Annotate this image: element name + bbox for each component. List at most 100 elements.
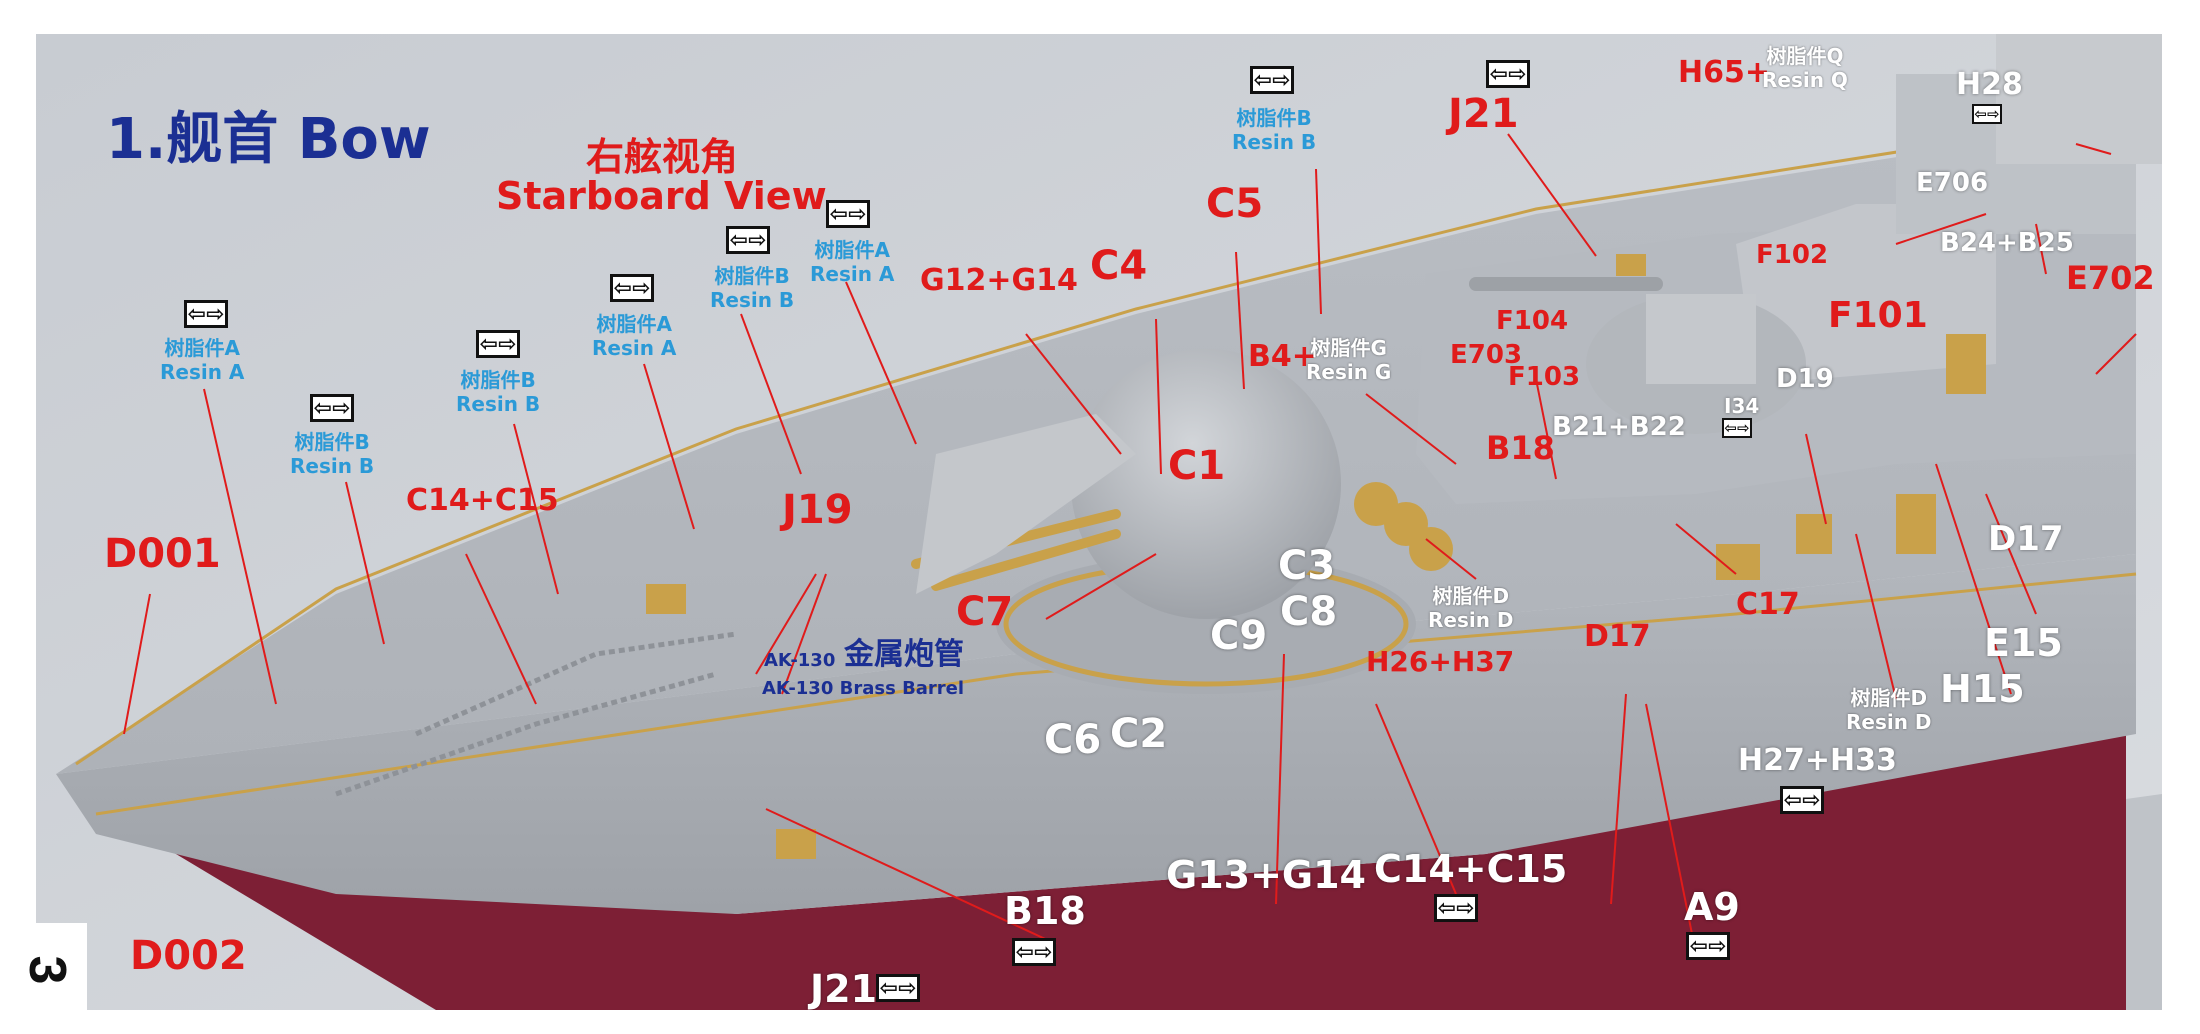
label-resin-b-4-en: Resin B <box>1232 130 1317 154</box>
ak130-turret <box>1071 349 1341 619</box>
label-h15: H15 <box>1940 667 2025 711</box>
label-d17-b: D17 <box>1988 519 2064 559</box>
label-e706: E706 <box>1916 168 1989 198</box>
label-h27-h33: H27+H33 <box>1738 743 1897 778</box>
label-h28: H28 <box>1956 67 2023 102</box>
label-j19: J19 <box>782 487 853 533</box>
label-j21-top: J21 <box>1448 91 1519 137</box>
swap-arrows-icon: ⇦⇨ <box>1250 66 1294 94</box>
label-resin-g-en: Resin G <box>1306 360 1392 384</box>
label-resin-a-2-cn: 树脂件A <box>596 312 672 336</box>
label-c17: C17 <box>1736 587 1800 622</box>
label-c3: C3 <box>1278 543 1336 589</box>
label-resin-a-2: 树脂件A Resin A <box>592 312 676 360</box>
label-resin-g-cn: 树脂件G <box>1310 336 1387 360</box>
label-resin-a-2-en: Resin A <box>592 336 677 360</box>
label-resin-b-2-cn: 树脂件B <box>460 368 536 392</box>
label-e703: E703 <box>1450 340 1523 370</box>
label-resin-d-2: 树脂件D Resin D <box>1846 686 1932 734</box>
label-resin-b-3: 树脂件B Resin B <box>710 264 794 312</box>
label-resin-b-1: 树脂件B Resin B <box>290 430 374 478</box>
label-c4: C4 <box>1090 243 1148 289</box>
label-resin-d-2-cn: 树脂件D <box>1850 686 1928 710</box>
label-c8: C8 <box>1280 589 1338 635</box>
ship-model-photo: 1.舰首 Bow 右舷视角 Starboard View <box>36 34 2162 1010</box>
view-caption-en: Starboard View <box>496 174 827 218</box>
label-e702: E702 <box>2066 259 2155 297</box>
swap-arrows-icon: ⇦⇨ <box>310 394 354 422</box>
swap-arrows-icon: ⇦⇨ <box>876 974 920 1002</box>
swap-arrows-icon: ⇦⇨ <box>610 274 654 302</box>
label-resin-b-1-cn: 树脂件B <box>294 430 370 454</box>
label-resin-b-3-cn: 树脂件B <box>714 264 790 288</box>
label-resin-q-en: Resin Q <box>1762 68 1848 92</box>
swap-arrows-icon: ⇦⇨ <box>1972 104 2002 124</box>
label-b18-bottom: B18 <box>1004 889 1086 933</box>
label-resin-a-1-en: Resin A <box>160 360 245 384</box>
swap-arrows-icon: ⇦⇨ <box>1722 418 1752 438</box>
label-c14-c15-a: C14+C15 <box>406 483 559 518</box>
label-resin-q-cn: 树脂件Q <box>1766 44 1844 68</box>
label-b21-b22: B21+B22 <box>1552 412 1686 442</box>
label-g12-g14: G12+G14 <box>920 263 1078 298</box>
label-c7: C7 <box>956 589 1014 635</box>
hull-waterline <box>76 724 2126 1010</box>
label-f104: F104 <box>1496 306 1569 336</box>
swap-arrows-icon: ⇦⇨ <box>826 200 870 228</box>
label-ak130-model: AK-130 <box>764 650 836 671</box>
label-resin-d-1: 树脂件D Resin D <box>1428 584 1514 632</box>
label-resin-b-3-en: Resin B <box>710 288 795 312</box>
label-b4: B4+ <box>1248 339 1317 374</box>
ship-bow-illustration <box>36 34 2162 1010</box>
label-b24-b25: B24+B25 <box>1940 228 2074 258</box>
swap-arrows-icon: ⇦⇨ <box>1780 786 1824 814</box>
label-ak130-cn: 金属炮管 <box>844 637 964 672</box>
swap-arrows-icon: ⇦⇨ <box>1012 938 1056 966</box>
label-resin-a-1: 树脂件A Resin A <box>160 336 244 384</box>
label-resin-b-2-en: Resin B <box>456 392 541 416</box>
page-number: 3 <box>7 923 87 1017</box>
label-d17-a: D17 <box>1584 619 1651 654</box>
label-c1: C1 <box>1168 443 1226 489</box>
label-d002: D002 <box>130 933 247 979</box>
label-f102: F102 <box>1756 240 1829 270</box>
label-resin-b-4-cn: 树脂件B <box>1236 106 1312 130</box>
label-resin-g: 树脂件G Resin G <box>1306 336 1391 384</box>
label-c14-c15-b: C14+C15 <box>1374 847 1568 891</box>
page-title: 1.舰首 Bow <box>106 107 431 172</box>
label-i34: I34 <box>1724 394 1760 418</box>
label-resin-d-1-en: Resin D <box>1428 608 1514 632</box>
label-resin-q: 树脂件Q Resin Q <box>1762 44 1848 92</box>
label-h65: H65+ <box>1678 55 1770 90</box>
swap-arrows-icon: ⇦⇨ <box>1686 932 1730 960</box>
swap-arrows-icon: ⇦⇨ <box>726 226 770 254</box>
label-d19: D19 <box>1776 364 1834 394</box>
label-f101: F101 <box>1828 295 1928 336</box>
label-c5: C5 <box>1206 181 1264 227</box>
label-c6: C6 <box>1044 717 1102 763</box>
label-resin-b-4: 树脂件B Resin B <box>1232 106 1316 154</box>
swap-arrows-icon: ⇦⇨ <box>1434 894 1478 922</box>
label-c9: C9 <box>1210 613 1268 659</box>
label-resin-a-1-cn: 树脂件A <box>164 336 240 360</box>
label-resin-d-2-en: Resin D <box>1846 710 1932 734</box>
swap-arrows-icon: ⇦⇨ <box>1486 60 1530 88</box>
swap-arrows-icon: ⇦⇨ <box>184 300 228 328</box>
label-c2: C2 <box>1110 711 1168 757</box>
label-j21-bottom: J21 <box>810 967 878 1010</box>
label-ak130-en: AK-130 Brass Barrel <box>762 678 965 699</box>
label-g13-g14: G13+G14 <box>1166 853 1366 897</box>
label-resin-a-3-cn: 树脂件A <box>814 238 890 262</box>
label-f103: F103 <box>1508 362 1581 392</box>
leader-lines <box>123 133 2137 955</box>
swap-arrows-icon: ⇦⇨ <box>476 330 520 358</box>
label-resin-a-3: 树脂件A Resin A <box>810 238 894 286</box>
label-resin-d-1-cn: 树脂件D <box>1432 584 1510 608</box>
label-h26-h37: H26+H37 <box>1366 645 1515 678</box>
label-b18-top: B18 <box>1486 429 1555 467</box>
label-d001: D001 <box>104 531 221 577</box>
label-e15: E15 <box>1984 621 2063 665</box>
label-resin-b-1-en: Resin B <box>290 454 375 478</box>
label-resin-a-3-en: Resin A <box>810 262 895 286</box>
view-caption-cn: 右舷视角 <box>586 135 739 179</box>
